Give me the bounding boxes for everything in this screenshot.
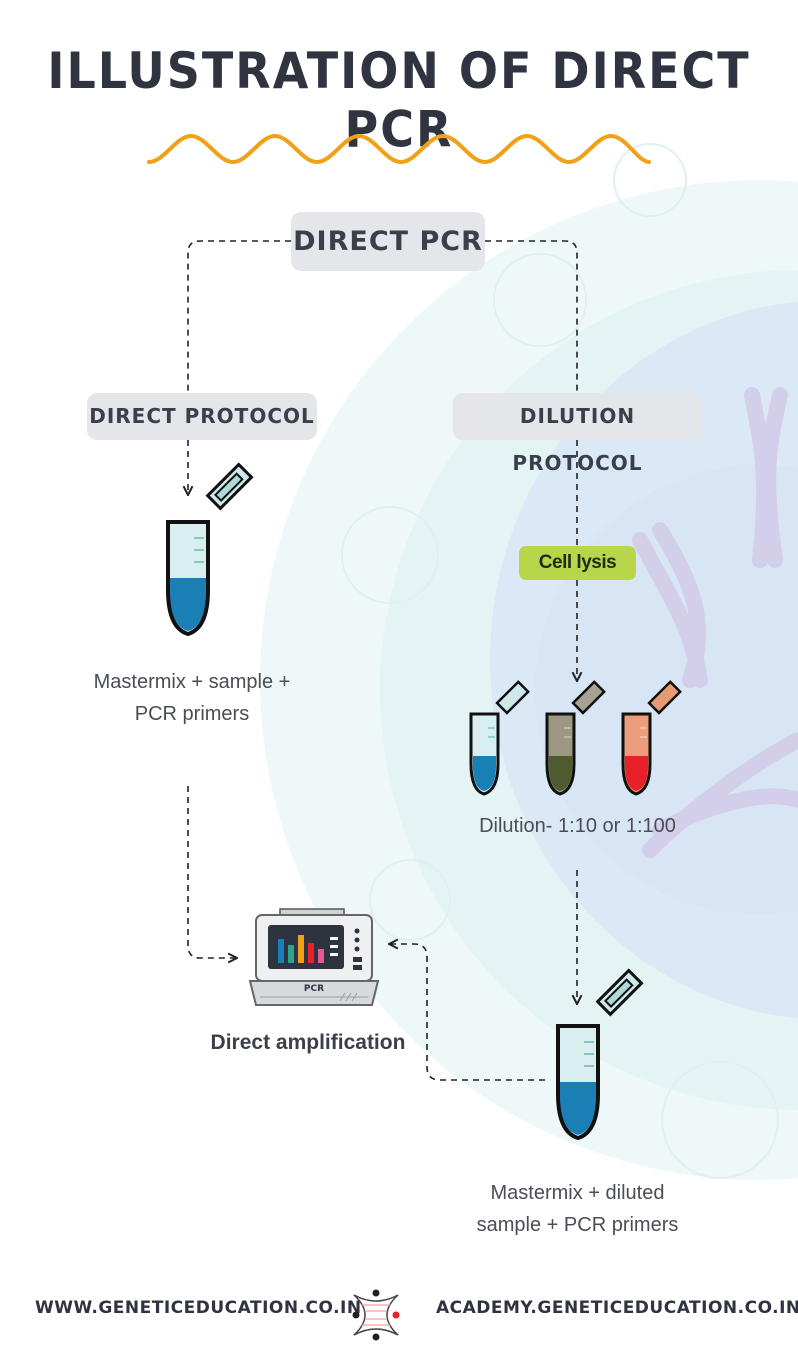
pcr-tube-icon — [556, 968, 644, 1141]
pcr-machine-icon: PCR — [248, 908, 380, 1006]
direct-result-label: Mastermix + sample + PCR primers — [93, 671, 291, 725]
pcr-tube-icon — [545, 680, 606, 796]
wave-decoration — [147, 133, 651, 165]
footer-website-link[interactable]: WWW.GENETICEDUCATION.CO.IN — [35, 1298, 362, 1318]
chromosome-icon — [632, 387, 798, 858]
page-title: ILLUSTRATION OF DIRECT PCR — [47, 41, 751, 159]
pcr-tube-icon — [469, 680, 530, 796]
dilution-protocol-node: DILUTION PROTOCOL — [453, 393, 702, 475]
root-node: DIRECT PCR — [291, 212, 485, 271]
footer-academy-link[interactable]: ACADEMY.GENETICEDUCATION.CO.IN — [436, 1298, 798, 1318]
pcr-tube-icon — [621, 680, 682, 796]
cell-lysis-step: Cell lysis — [519, 546, 636, 580]
dilution-ratio-label: Dilution- 1:10 or 1:100 — [479, 815, 676, 837]
dilution-result-label: Mastermix + diluted sample + PCR primers — [476, 1182, 679, 1236]
pcr-tube-icon — [166, 462, 254, 637]
pcr-machine-label: PCR — [304, 984, 324, 994]
direct-protocol-node: DIRECT PROTOCOL — [87, 393, 317, 440]
outcome-label: Direct amplification — [210, 1031, 406, 1054]
dna-logo-icon — [352, 1289, 400, 1341]
